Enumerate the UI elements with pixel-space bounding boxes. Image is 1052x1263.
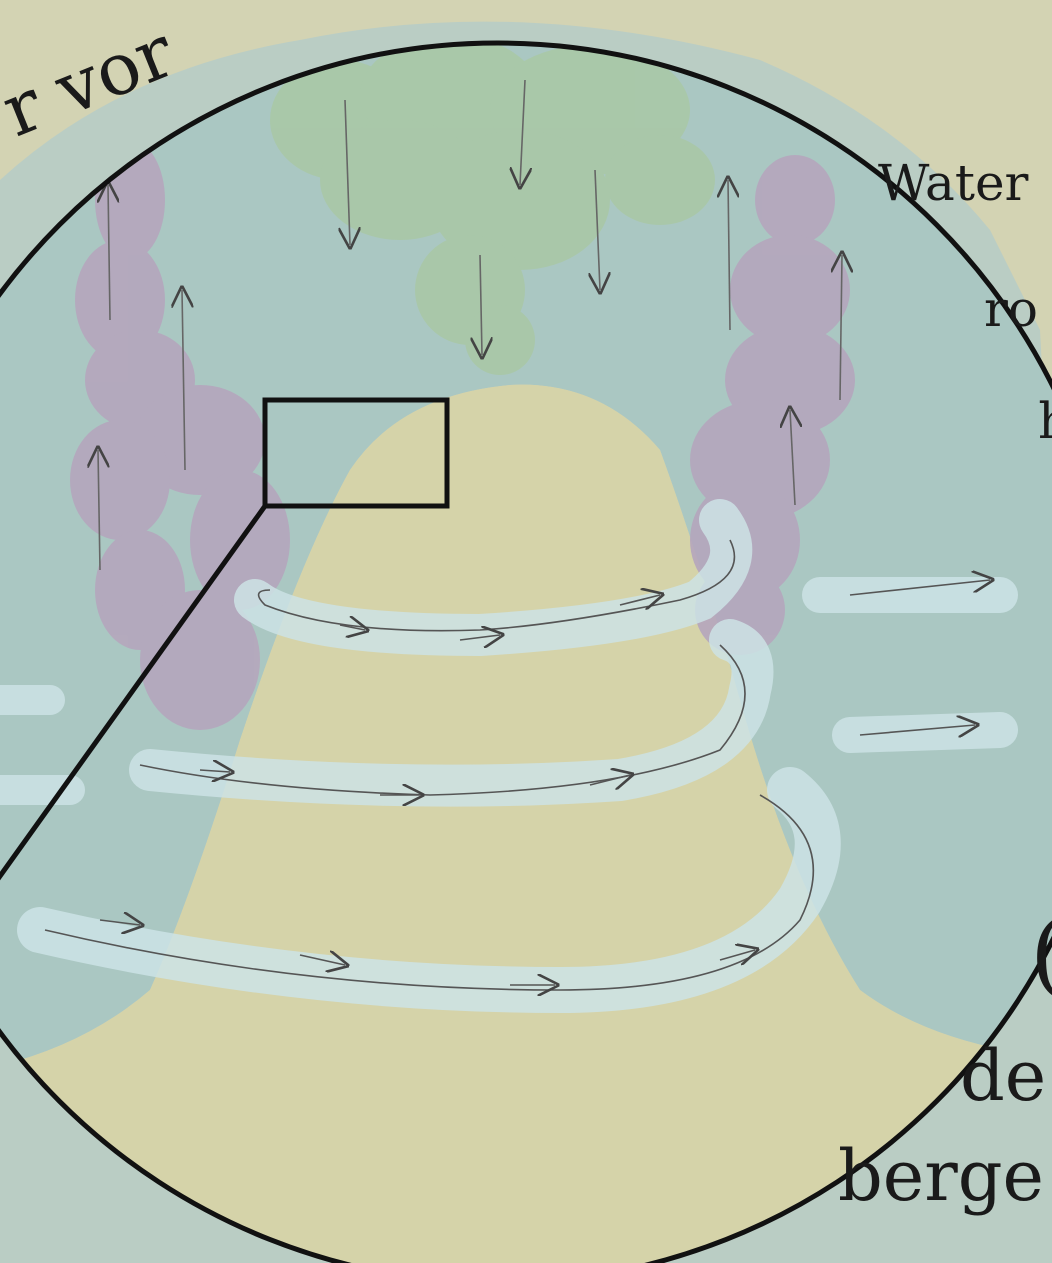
bottom-label-de: de [960, 1035, 1046, 1117]
side-label-water: Water [878, 154, 1029, 212]
bottom-label-dots: ... [680, 1220, 737, 1263]
bottom-label-paren: ( [1030, 902, 1052, 1007]
bottom-label-berge: berge [838, 1135, 1044, 1217]
side-label-h: h [1038, 392, 1052, 450]
side-label-ro: ro [984, 280, 1038, 338]
